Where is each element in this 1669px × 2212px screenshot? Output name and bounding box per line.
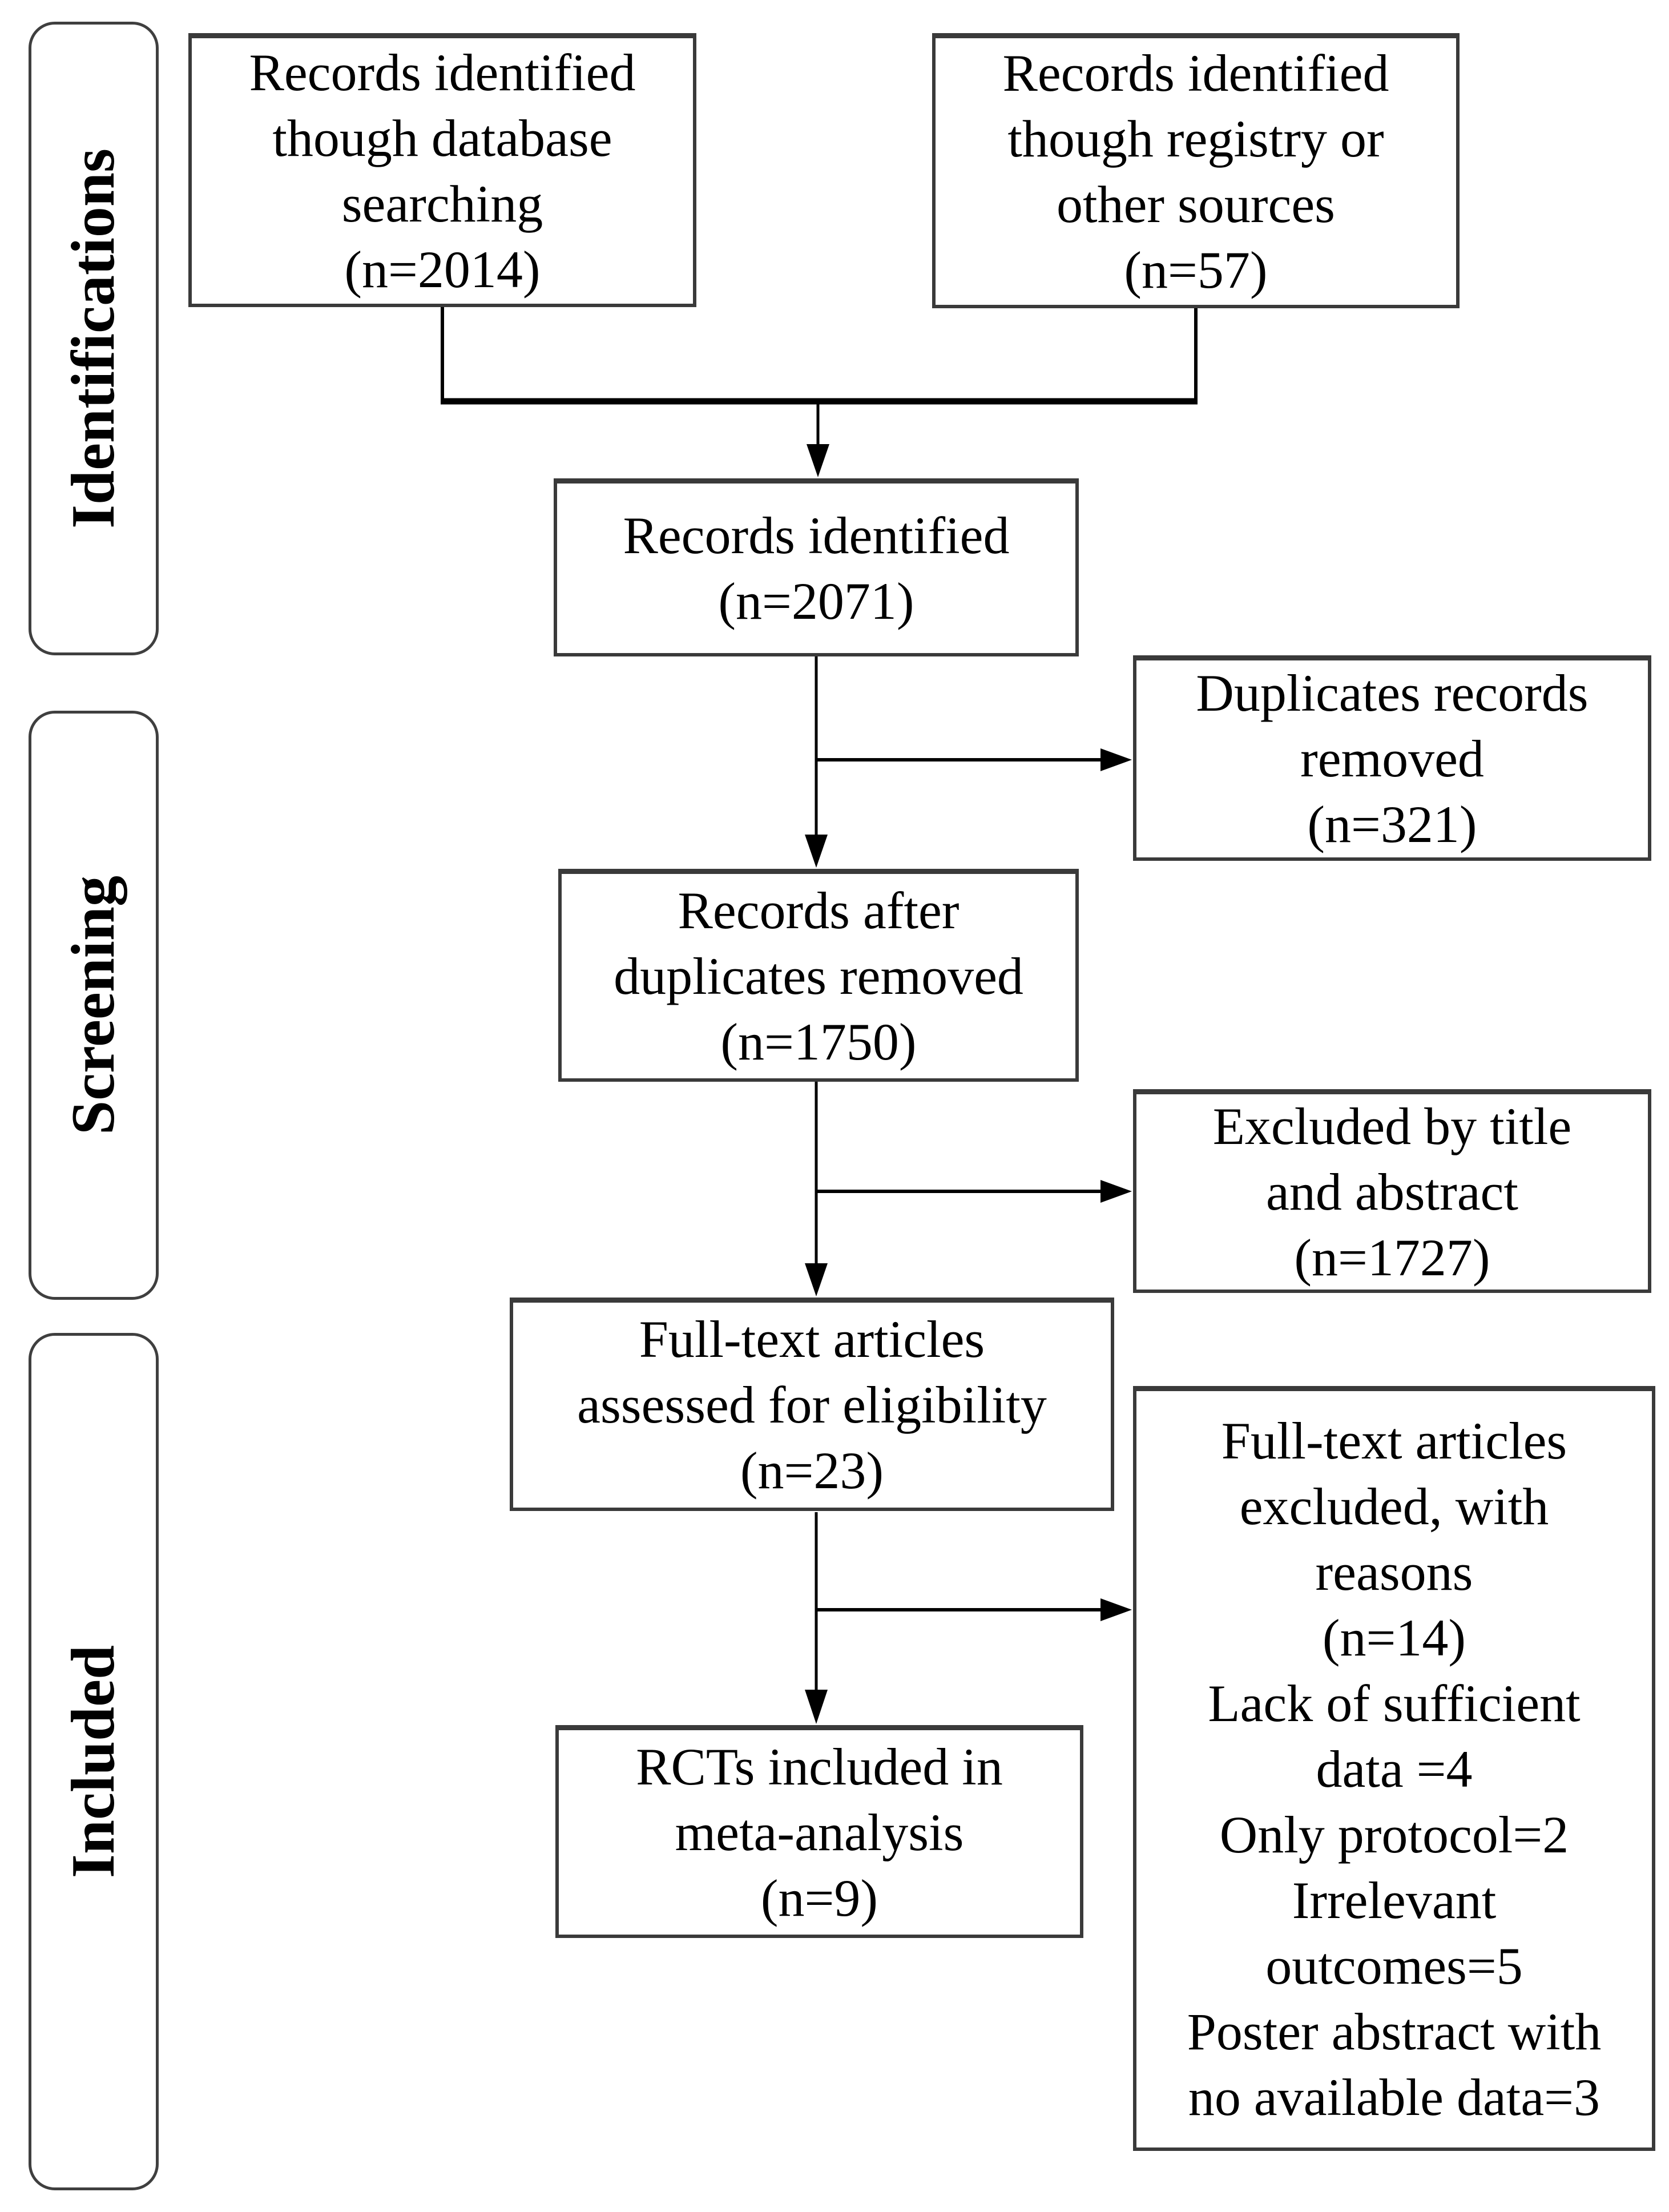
arrowhead-identified [807,444,829,477]
box-duplicates-removed-line: Duplicates records [1196,664,1589,722]
box-fulltext-excluded-line: Full-text articles [1221,1412,1567,1470]
box-rcts-included: RCTs included in meta-analysis (n=9) [555,1725,1083,1938]
box-records-after-duplicates: Records after duplicates removed (n=1750… [558,869,1079,1082]
box-records-identified-line: Records identified [623,506,1010,565]
box-records-database-line: Records identified [249,43,636,102]
box-records-after-duplicates-line: duplicates removed [614,946,1023,1005]
box-records-after-duplicates-count: (n=1750) [720,1012,917,1071]
box-records-identified: Records identified (n=2071) [554,478,1079,656]
box-records-database-count: (n=2014) [344,240,541,299]
box-fulltext-excluded-reason: Only protocol=2 [1219,1806,1569,1864]
box-duplicates-removed-count: (n=321) [1307,795,1477,853]
box-fulltext-assessed: Full-text articles assessed for eligibil… [510,1298,1114,1511]
arrowhead-excluded [1100,1180,1132,1203]
box-fulltext-assessed-count: (n=23) [740,1441,884,1500]
box-fulltext-excluded-reason: data =4 [1316,1740,1473,1798]
box-records-registry: Records identified though registry or ot… [932,33,1460,308]
box-fulltext-assessed-line: assessed for eligibility [577,1376,1047,1434]
box-rcts-included-line: RCTs included in [636,1737,1003,1796]
box-fulltext-excluded-reason: Poster abstract with [1187,2003,1602,2061]
arrowhead-fulltext [805,1263,828,1296]
box-fulltext-assessed-line: Full-text articles [639,1310,985,1368]
box-records-registry-line: Records identified [1002,43,1389,102]
box-fulltext-excluded-line: excluded, with [1239,1477,1549,1536]
box-records-registry-line: other sources [1057,175,1335,233]
box-records-database: Records identified though database searc… [188,33,696,307]
box-fulltext-excluded-reason: Lack of sufficient [1208,1674,1581,1732]
box-duplicates-removed-line: removed [1300,730,1484,788]
stage-screening-label: Screening [59,876,127,1135]
arrowhead-duplicates [1100,748,1132,771]
stage-identifications-label: Identifications [59,148,128,529]
box-records-database-line: searching [341,174,543,233]
box-records-identified-count: (n=2071) [718,571,914,630]
box-rcts-included-count: (n=9) [760,1868,878,1927]
box-records-database-line: though database [272,108,612,167]
stage-included-label: Included [59,1645,128,1879]
box-excluded-title-abstract-count: (n=1727) [1294,1228,1490,1287]
box-excluded-title-abstract-line: Excluded by title [1212,1097,1572,1155]
arrowhead-after-duplicates [805,835,828,868]
box-records-after-duplicates-line: Records after [678,881,960,940]
box-fulltext-excluded-reason: outcomes=5 [1265,1937,1523,1995]
box-records-registry-count: (n=57) [1124,240,1268,299]
stage-identifications: Identifications [29,22,159,655]
box-fulltext-excluded-reasons: Full-text articles excluded, with reason… [1133,1386,1655,2151]
box-fulltext-excluded-reason: Irrelevant [1292,1871,1497,1929]
arrowhead-reasons [1100,1598,1132,1621]
box-duplicates-removed: Duplicates records removed (n=321) [1133,655,1651,861]
box-rcts-included-line: meta-analysis [675,1803,964,1862]
stage-included: Included [29,1333,159,2190]
box-fulltext-excluded-reason: no available data=3 [1188,2068,1601,2126]
arrowhead-rcts [805,1690,828,1724]
stage-screening: Screening [29,711,159,1300]
box-fulltext-excluded-line: reasons [1315,1543,1473,1601]
box-records-registry-line: though registry or [1007,109,1384,168]
box-fulltext-excluded-count: (n=14) [1322,1609,1466,1667]
box-excluded-title-abstract-line: and abstract [1266,1162,1518,1221]
box-excluded-title-abstract: Excluded by title and abstract (n=1727) [1133,1089,1651,1293]
